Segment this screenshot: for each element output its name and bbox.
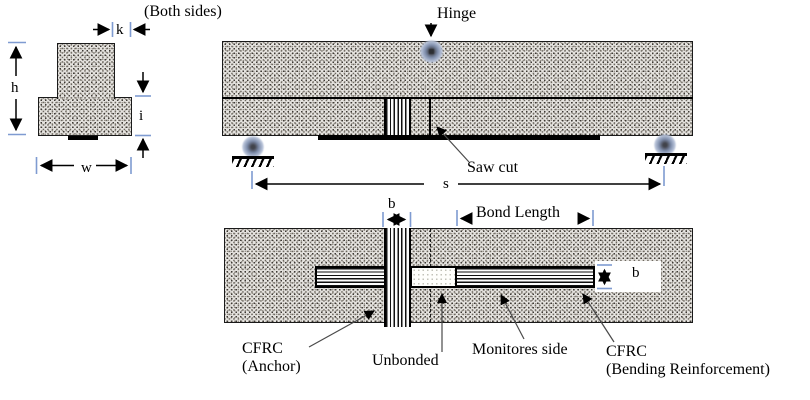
cfrc-anchor-label: CFRC (Anchor) xyxy=(242,340,301,376)
arrows-elevation xyxy=(254,23,662,191)
blue-ticks-cross-section xyxy=(8,22,151,174)
dim-b-anchor-label: b xyxy=(388,196,396,212)
dim-i-label: i xyxy=(139,108,144,124)
dim-w-label: w xyxy=(77,159,96,177)
anchor-band-elevation xyxy=(384,99,411,136)
plan-leaders xyxy=(308,292,615,352)
monitored-side-label: Monitores side xyxy=(472,341,568,358)
saw-cut-leader xyxy=(436,126,470,163)
cfrc-anchor-line2: (Anchor) xyxy=(242,358,301,375)
cfrc-strip-left xyxy=(315,266,386,288)
left-support-ground xyxy=(232,156,274,167)
cross-section-stem xyxy=(57,43,115,99)
dim-b-strip-label: b xyxy=(632,265,640,281)
saw-cut-label: Saw cut xyxy=(467,159,519,176)
arrows-cross-section xyxy=(9,23,150,172)
cfrc-soffit-strip xyxy=(318,135,600,140)
cfrc-bending-label: CFRC (Bending Reinforcement) xyxy=(606,343,770,379)
right-support-roller xyxy=(654,134,676,156)
arrows-plan xyxy=(386,212,611,286)
blue-ticks-elevation xyxy=(251,166,665,189)
both-sides-note: (Both sides) xyxy=(144,3,222,20)
anchor-band-plan xyxy=(384,228,411,327)
cross-section-cfrc-strip xyxy=(68,136,98,140)
beam-elevation xyxy=(222,41,693,136)
unbonded-zone xyxy=(410,266,457,288)
cfrc-strip-monitored xyxy=(457,266,595,288)
bond-length-label: Bond Length xyxy=(476,204,560,221)
hinge-label: Hinge xyxy=(437,5,477,22)
cross-section-flange xyxy=(38,97,132,136)
dim-s-label: s xyxy=(437,175,455,193)
blue-ticks-plan xyxy=(382,210,612,290)
cfrc-bending-line1: CFRC xyxy=(606,343,647,360)
left-support-roller xyxy=(242,136,264,158)
right-support-ground xyxy=(645,153,687,164)
cfrc-anchor-line1: CFRC xyxy=(242,340,283,357)
cfrc-bending-line2: (Bending Reinforcement) xyxy=(606,361,770,378)
unbonded-label: Unbonded xyxy=(372,352,439,369)
beam-midline xyxy=(222,97,693,99)
dim-k-label: k xyxy=(116,22,124,38)
saw-cut-line xyxy=(429,98,431,136)
hinge-pin-center xyxy=(429,49,434,54)
dim-h-label: h xyxy=(9,79,21,97)
